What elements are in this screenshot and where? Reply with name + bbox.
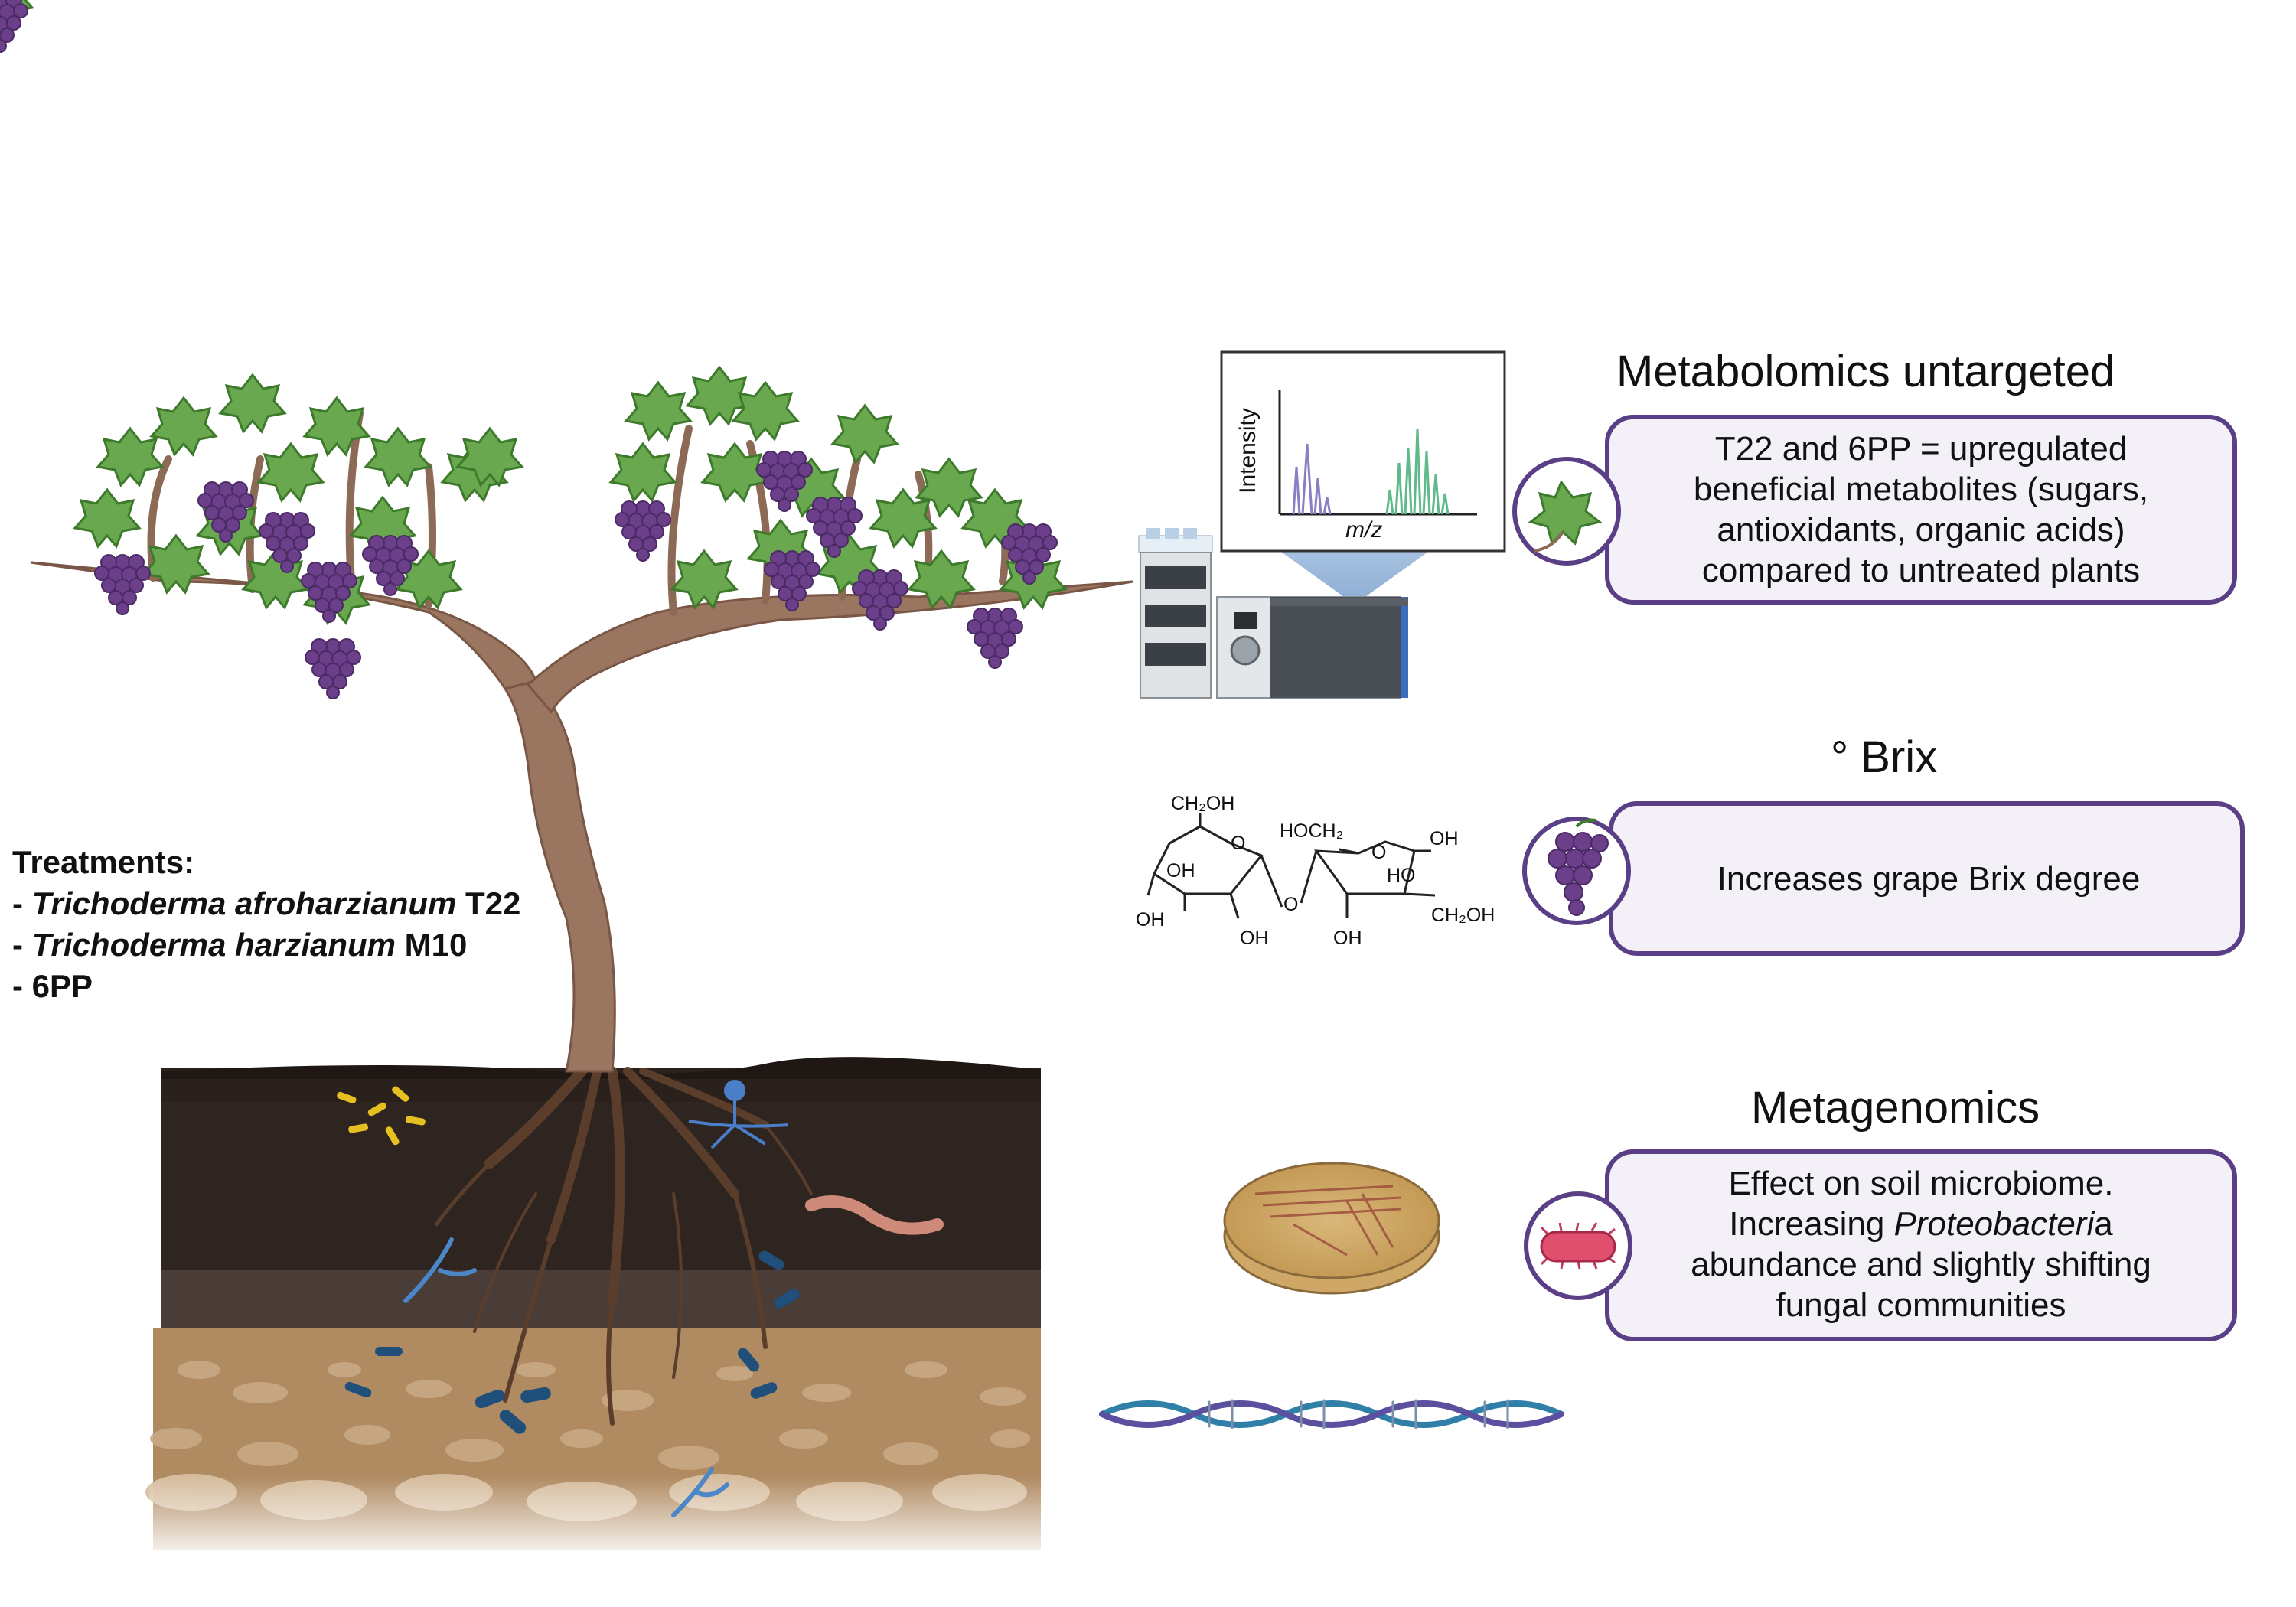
dna-helix [1099, 1399, 1564, 1429]
treatments-legend: Treatments: - Trichoderma afroharzianum … [12, 842, 520, 1007]
soil-cross-section [145, 1057, 1045, 1561]
treatments-heading: Treatments: [12, 844, 195, 880]
sugar-label: O [1283, 894, 1299, 915]
sugar-label: OH [1240, 927, 1269, 949]
vine-leaves [0, 0, 1067, 624]
metagenomics-description: Effect on soil microbiome. Increasing Pr… [1653, 1163, 2189, 1325]
sugar-label: O [1371, 842, 1387, 863]
treatment-species: Trichoderma harzianum [31, 927, 396, 963]
metabolomics-description: T22 and 6PP = upregulated beneficial met… [1693, 430, 2149, 589]
sugar-label: CH₂OH [1171, 793, 1235, 814]
sugar-label: OH [1166, 860, 1195, 882]
brix-description: Increases grape Brix degree [1717, 860, 2141, 898]
soil-stones [150, 1361, 1030, 1470]
petri-dish [1223, 1162, 1440, 1295]
soil-bacteria-blue [344, 1250, 800, 1434]
roots [434, 1066, 813, 1426]
grape-leaf-icon [1528, 479, 1603, 553]
earthworm [805, 1195, 944, 1235]
sugar-label: OH [1430, 828, 1459, 849]
grape-bunch-icon [1548, 818, 1609, 916]
panel-metagenomics-box [1524, 1149, 2237, 1341]
sugar-label: HOCH₂ [1280, 820, 1344, 842]
brix-title: ° Brix [1831, 732, 1938, 782]
spectrum-x-label: m/z [1345, 517, 1383, 543]
mass-spectrum [1220, 350, 1506, 553]
treatment-item: - Trichoderma afroharzianum T22 [12, 885, 521, 921]
metagenomics-title: Metagenomics [1751, 1083, 2040, 1133]
sugar-label: HO [1387, 865, 1416, 886]
sugar-label: OH [1136, 909, 1165, 931]
sugar-label: O [1231, 833, 1246, 854]
panel-metabolomics-box [1512, 415, 2237, 605]
taxon-name: Proteobacteri [1893, 1205, 2095, 1243]
sugar-label: CH₂OH [1431, 905, 1495, 926]
treatment-item: - 6PP [12, 968, 93, 1004]
soil-bacteria-yellow [337, 1086, 426, 1146]
treatment-item: - Trichoderma harzianum M10 [12, 927, 468, 963]
treatment-species: Trichoderma afroharzianum [31, 885, 457, 921]
rich-line: Increasing Proteobacteria [1729, 1205, 2113, 1243]
metabolomics-title: Metabolomics untargeted [1616, 347, 2115, 396]
sugar-label: OH [1333, 927, 1362, 949]
bacterium-icon [1540, 1222, 1616, 1270]
spectrum-y-label: Intensity [1234, 408, 1261, 494]
fungal-hypha [688, 1080, 789, 1149]
sucrose-structure [1146, 813, 1436, 919]
actinomycete-filaments [403, 1237, 729, 1517]
grape-bunches [0, 0, 1058, 699]
